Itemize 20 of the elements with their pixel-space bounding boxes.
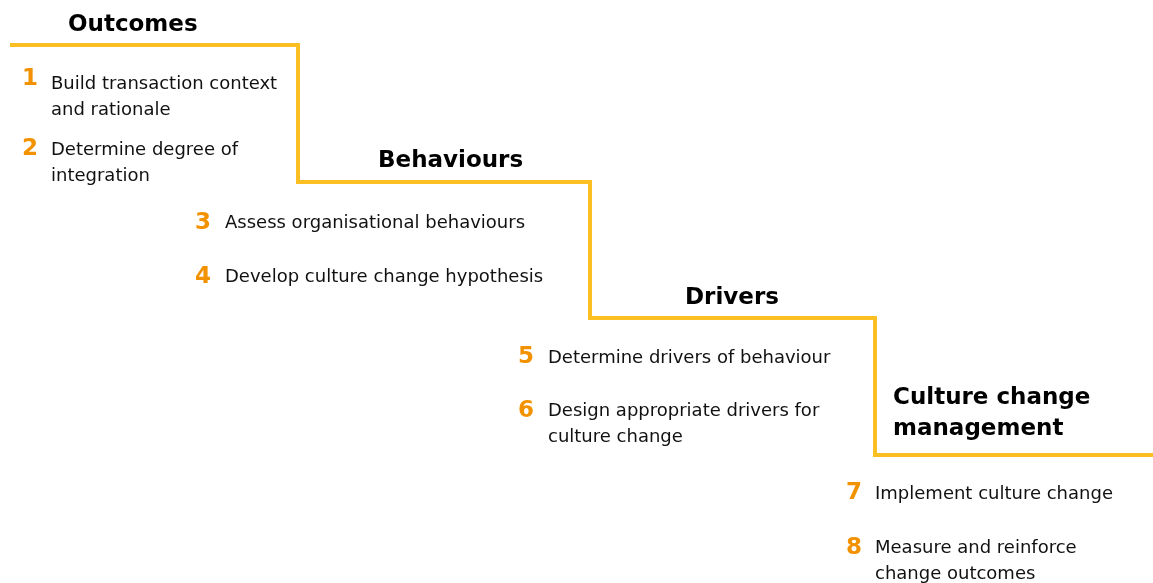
- step-number: 6: [518, 396, 534, 422]
- step-number: 4: [195, 262, 211, 288]
- step-number: 7: [846, 478, 862, 504]
- step-text: Determine drivers of behaviour: [548, 345, 831, 369]
- step-text: Build transaction context and rationale: [51, 71, 279, 121]
- stage-heading: Outcomes: [68, 9, 198, 38]
- step-text: Measure and reinforce change outcomes: [875, 535, 1078, 583]
- step-number: 8: [846, 533, 862, 559]
- step-number: 3: [195, 208, 211, 234]
- step-text: Design appropriate drivers for culture change: [548, 398, 821, 448]
- step-number: 2: [22, 134, 38, 160]
- stage-heading: Drivers: [685, 282, 779, 311]
- step-text: Determine degree of integration: [51, 137, 240, 187]
- step-number: 5: [518, 342, 534, 368]
- step-text: Implement culture change: [875, 481, 1113, 505]
- stage-heading: Culture change management: [893, 382, 1092, 442]
- step-text: Develop culture change hypothesis: [225, 264, 544, 288]
- step-text: Assess organisational behaviours: [225, 210, 525, 234]
- stage-heading: Behaviours: [378, 145, 524, 174]
- step-number: 1: [22, 64, 38, 90]
